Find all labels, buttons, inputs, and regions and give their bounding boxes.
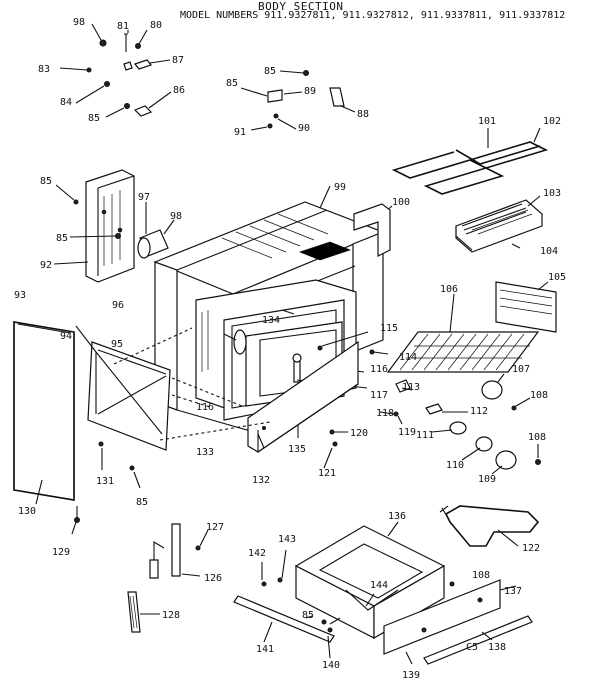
- bake-element-122: [439, 505, 540, 547]
- label-85-g: 85: [302, 610, 314, 621]
- label-121: 121: [318, 468, 336, 479]
- label-129: 129: [52, 547, 70, 558]
- label-140: 140: [322, 660, 340, 671]
- label-85-c: 85: [226, 78, 238, 89]
- diagram-title: BODY SECTION: [258, 0, 344, 13]
- label-119: 119: [398, 427, 416, 438]
- label-111: 111: [416, 430, 434, 441]
- label-142: 142: [248, 548, 266, 559]
- label-106: 106: [440, 284, 458, 295]
- label-136: 136: [388, 511, 406, 522]
- label-85-f: 85: [136, 497, 148, 508]
- label-97: 97: [138, 192, 150, 203]
- bracket-126: [127, 523, 209, 633]
- label-80: 80: [150, 20, 162, 31]
- label-85-e: 85: [56, 233, 68, 244]
- label-109: 109: [478, 474, 496, 485]
- diagram-model-numbers: MODEL NUMBERS 911.9327811, 911.9327812, …: [180, 10, 566, 21]
- label-86: 86: [173, 85, 185, 96]
- label-107: 107: [512, 364, 530, 375]
- hardware-group-top-left: [59, 23, 172, 118]
- label-132: 132: [252, 475, 270, 486]
- label-135: 135: [288, 444, 306, 455]
- label-98: 98: [170, 211, 182, 222]
- label-116-b: 116: [196, 402, 214, 413]
- label-117: 117: [370, 390, 388, 401]
- label-122: 122: [522, 543, 540, 554]
- label-104: 104: [540, 246, 558, 257]
- label-127: 127: [206, 522, 224, 533]
- label-118: 118: [376, 408, 394, 419]
- broil-element: [391, 127, 549, 195]
- label-143: 143: [278, 534, 296, 545]
- label-94: 94: [60, 331, 72, 342]
- label-87: 87: [172, 55, 184, 66]
- label-103: 103: [543, 188, 561, 199]
- label-108-b: 108: [528, 432, 546, 443]
- label-128: 128: [162, 610, 180, 621]
- door-glass-94: [75, 325, 171, 489]
- label-137: 137: [504, 586, 522, 597]
- assembly-lines: [113, 327, 271, 441]
- label-89: 89: [304, 86, 316, 97]
- part-number-labels: 98 81 80 87 83 84 86 85 85 85 89 88 90 9…: [14, 17, 566, 681]
- label-108-c: 108: [472, 570, 490, 581]
- label-134: 134: [262, 315, 280, 326]
- label-85-d: 85: [40, 176, 52, 187]
- label-110: 110: [446, 460, 464, 471]
- label-120: 120: [350, 428, 368, 439]
- label-126: 126: [204, 573, 222, 584]
- label-116-a: 116: [370, 364, 388, 375]
- label-81: 81: [117, 21, 129, 32]
- label-144: 144: [370, 580, 388, 591]
- label-105: 105: [548, 272, 566, 283]
- oven-door-130: [13, 321, 80, 535]
- label-95: 95: [111, 339, 123, 350]
- light-and-knob-parts: [323, 349, 541, 475]
- storage-drawer-136: [261, 521, 446, 640]
- label-139: 139: [402, 670, 420, 681]
- label-90: 90: [298, 123, 310, 134]
- label-92: 92: [40, 260, 52, 271]
- label-100: 100: [392, 197, 410, 208]
- label-112: 112: [470, 406, 488, 417]
- label-83: 83: [38, 64, 50, 75]
- label-82: 98: [73, 17, 85, 28]
- oven-rack: [386, 281, 557, 373]
- label-85-b: 85: [264, 66, 276, 77]
- broiler-pan: [455, 195, 543, 253]
- burner-tube-97: [137, 202, 175, 259]
- label-88: 88: [357, 109, 369, 120]
- label-96: 96: [112, 300, 124, 311]
- label-138: 138: [488, 642, 506, 653]
- label-141: 141: [256, 644, 274, 655]
- label-85-a: 85: [88, 113, 100, 124]
- label-131: 131: [96, 476, 114, 487]
- drawer-front-139: [233, 579, 533, 665]
- label-93: 93: [14, 290, 26, 301]
- main-body-cabinet: [153, 185, 393, 431]
- label-91: 91: [234, 127, 246, 138]
- side-panel-92: [53, 169, 135, 283]
- label-102: 102: [543, 116, 561, 127]
- label-108-a: 108: [530, 390, 548, 401]
- footer-code: C5: [466, 642, 478, 653]
- label-133: 133: [196, 447, 214, 458]
- label-84: 84: [60, 97, 72, 108]
- label-115: 115: [380, 323, 398, 334]
- front-frame-132: [247, 340, 359, 454]
- label-130: 130: [18, 506, 36, 517]
- label-99: 99: [334, 182, 346, 193]
- label-114: 114: [399, 352, 417, 363]
- label-101: 101: [478, 116, 496, 127]
- hardware-group-top-middle: [240, 70, 356, 131]
- label-113: 113: [402, 382, 420, 393]
